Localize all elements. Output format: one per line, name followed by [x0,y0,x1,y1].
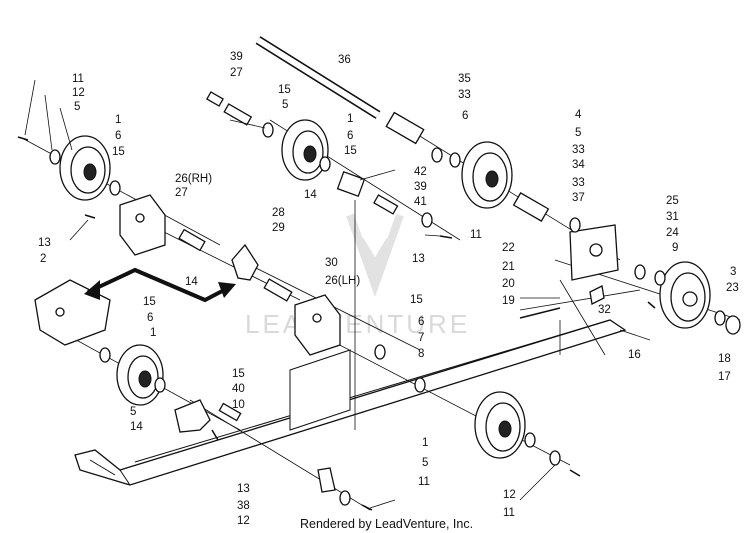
bracket-10 [174,399,211,433]
callout-label: 20 [502,278,515,290]
callout-label: 3 [730,266,736,278]
callout-label: 34 [572,159,585,171]
callout-label: 38 [237,500,250,512]
wheel-upper-right [461,141,513,209]
callout-label: 41 [414,196,427,208]
bracket-38 [317,467,336,493]
callout-label: 12 [503,489,516,501]
callout-label: 24 [666,227,679,239]
callout-label: 9 [672,242,678,254]
wheel-upper-left [59,135,111,201]
bracket-28 [231,243,259,281]
callout-label: 21 [502,261,515,273]
callout-label: 33 [458,89,471,101]
callout-label: 26(RH) [175,173,212,185]
callout-label: 12 [237,515,250,527]
bracket-26-rh [119,194,166,256]
slide-rail [74,319,627,486]
callout-label: 14 [130,421,143,433]
callout-label: 14 [304,189,317,201]
callout-label: 4 [575,109,582,121]
callout-label: 1 [150,327,156,339]
callout-label: 40 [232,383,245,395]
callout-label: 15 [232,368,245,380]
callout-label: 39 [230,51,243,63]
callout-label: 35 [458,73,471,85]
wheel-far-right [659,261,741,335]
callout-label: 5 [575,127,581,139]
callout-label: 5 [74,101,80,113]
callout-label: 30 [325,257,338,269]
callout-label: 39 [414,181,427,193]
callout-label: 10 [232,399,245,411]
callout-label: 33 [572,144,585,156]
watermark: LEADVENTURE [245,213,470,339]
callout-label: 8 [418,348,424,360]
callout-label: 12 [72,87,85,99]
callout-label: 2 [40,253,46,265]
bolts [17,136,656,511]
callout-label: 13 [38,237,51,249]
callout-label: 15 [344,145,357,157]
callout-label: 1 [347,113,353,125]
callout-label: 7 [418,332,424,344]
bracket-26-lh [294,294,341,356]
callout-label: 22 [502,242,515,254]
callout-label: 36 [338,54,351,66]
callout-label: 6 [147,312,153,324]
callout-label: 42 [414,166,427,178]
callout-label: 17 [718,371,731,383]
callout-label: 33 [572,177,585,189]
callout-label: 27 [230,67,243,79]
callout-label: 11 [72,73,84,85]
callout-label: 29 [272,222,285,234]
bracket-25 [569,224,619,281]
callout-label: 6 [115,130,121,142]
callout-label: 31 [666,211,679,223]
callout-label: 16 [628,349,641,361]
callout-label: 15 [143,296,156,308]
shaft-36 [255,36,381,119]
callout-label: 11 [470,229,482,241]
spacers [178,91,550,422]
callout-label: 13 [412,253,425,265]
callout-label: 6 [347,130,353,142]
callout-label: 6 [462,110,468,122]
leader-lines [24,79,651,509]
callout-label: 28 [272,207,285,219]
wheel-lower-right [474,391,526,459]
callout-label: 1 [115,114,121,126]
callout-label: 26(LH) [325,275,360,287]
callout-label: 27 [175,187,188,199]
callout-label: 37 [572,192,585,204]
callout-label: 5 [422,457,428,469]
watermark-text: LEADVENTURE [245,309,470,339]
callout-labels: 11 12 5 1 6 15 13 2 26(RH) 27 14 15 6 1 … [38,51,739,527]
callout-label: 11 [503,507,515,519]
direction-arrow [84,267,236,303]
callout-label: 15 [410,294,423,306]
callout-label: 25 [666,195,679,207]
callout-label: 1 [422,437,428,449]
callout-label: 11 [418,476,430,488]
wheel-upper-center [281,119,329,181]
callout-label: 15 [112,146,125,158]
callout-label: 5 [130,406,136,418]
callout-label: 5 [282,99,288,111]
callout-label: 13 [237,483,250,495]
callout-label: 19 [502,295,515,307]
callout-label: 32 [598,304,611,316]
callout-label: 6 [418,316,424,328]
wheel-lower-left [116,344,164,406]
callout-label: 23 [726,282,739,294]
callout-label: 18 [718,353,731,365]
callout-label: 14 [185,276,198,288]
callout-label: 15 [278,84,291,96]
credit-line: Rendered by LeadVenture, Inc. [300,517,473,531]
